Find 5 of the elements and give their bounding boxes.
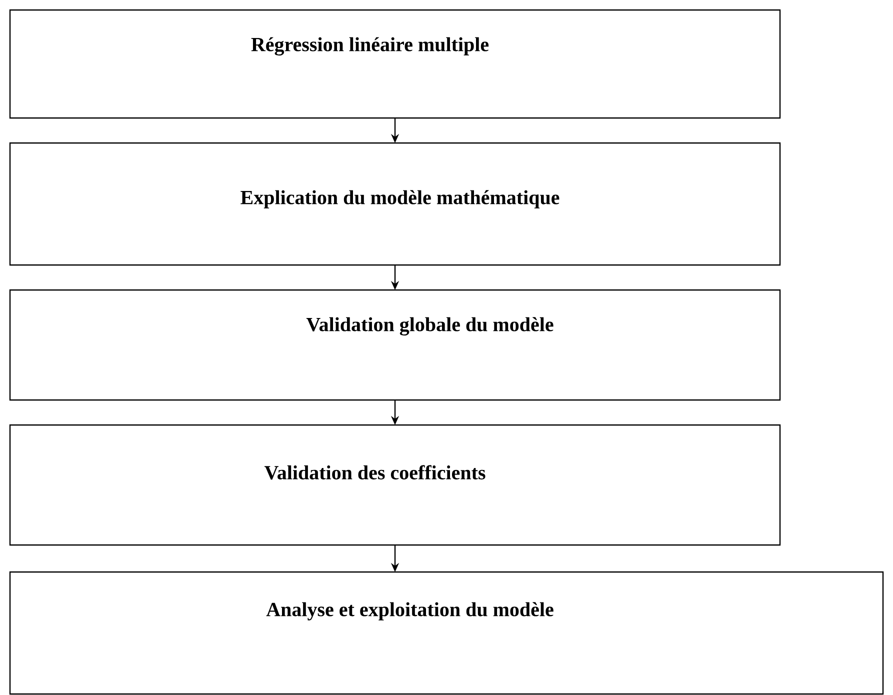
process-box: Régression linéaire multiple: [9, 9, 781, 119]
process-box: Analyse et exploitation du modèle: [9, 571, 884, 695]
process-box: Validation des coefficients: [9, 424, 781, 546]
process-box: Explication du modèle mathématique: [9, 142, 781, 266]
process-box: Validation globale du modèle: [9, 289, 781, 401]
